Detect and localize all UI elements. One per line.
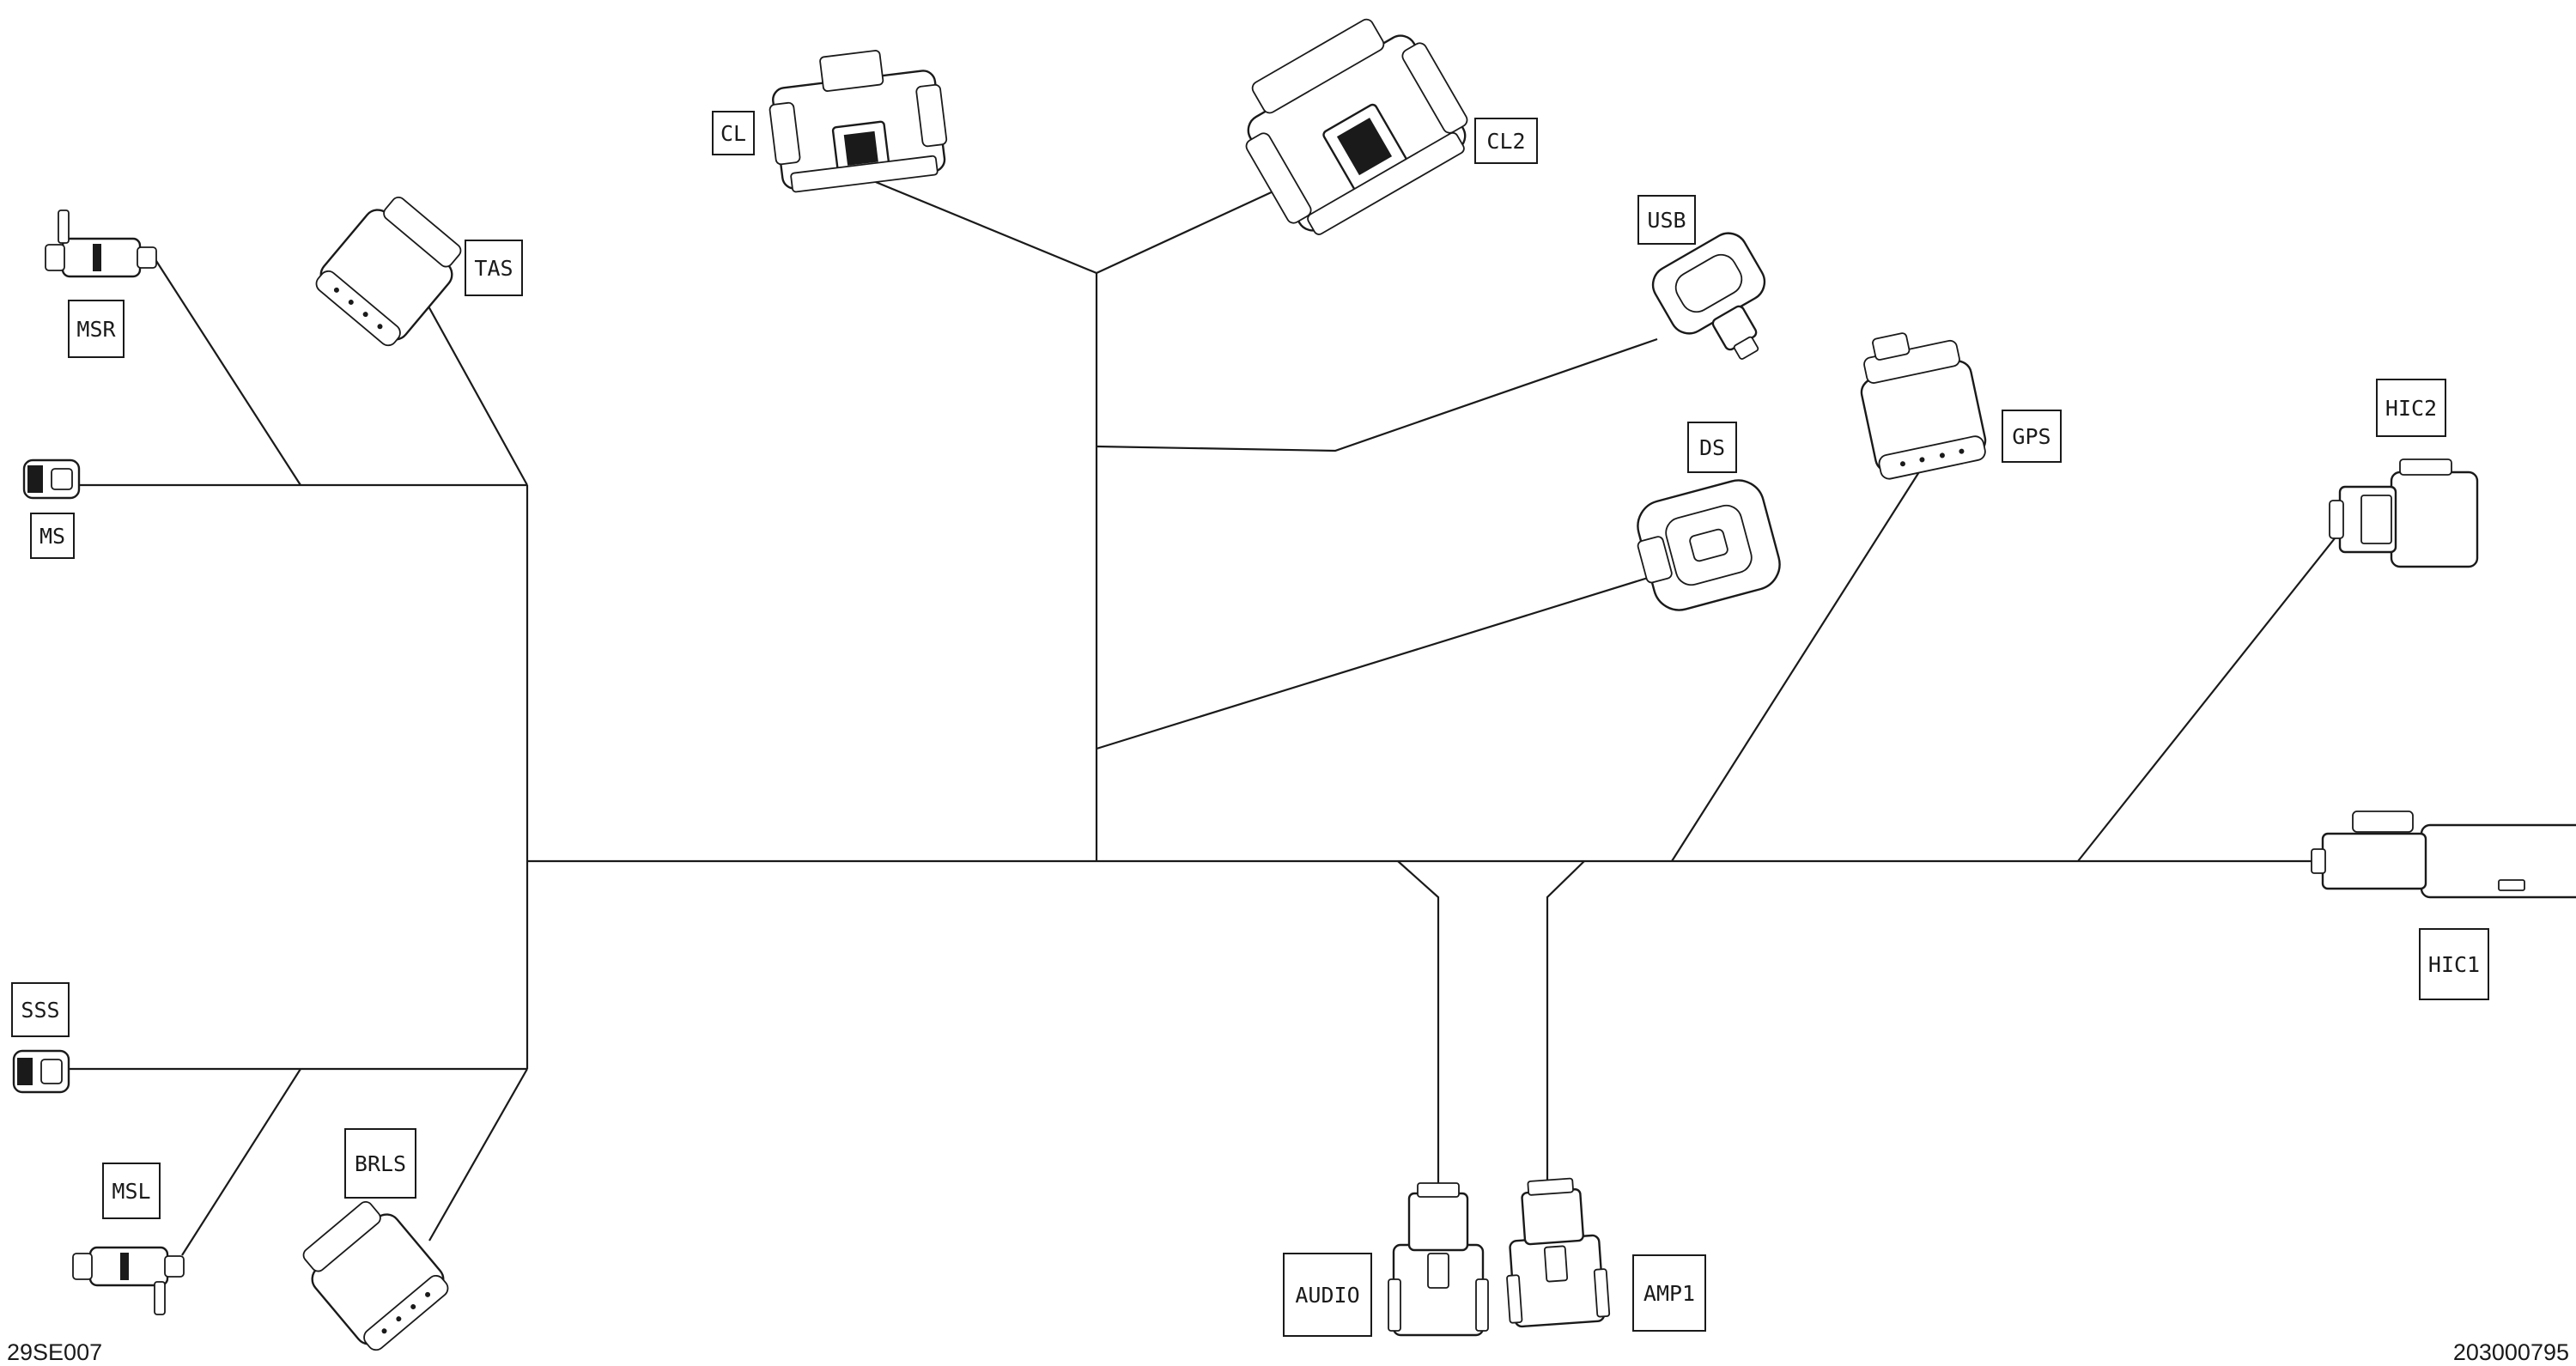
connector-msl <box>72 1246 185 1315</box>
svg-text:AUDIO: AUDIO <box>1295 1283 1359 1308</box>
label-brls: BRLS <box>344 1128 416 1199</box>
connector-cl <box>769 50 948 193</box>
svg-text:MS: MS <box>39 524 65 549</box>
label-msl: MSL <box>102 1163 161 1219</box>
label-tas: TAS <box>465 240 523 296</box>
connector-audio <box>1388 1182 1489 1337</box>
label-hic2: HIC2 <box>2376 379 2446 437</box>
connector-hic1 <box>2311 810 2576 899</box>
connector-cl2 <box>1245 18 1468 235</box>
connector-gps <box>1860 332 1987 480</box>
svg-text:GPS: GPS <box>2012 424 2050 449</box>
connector-ds <box>1637 479 1781 611</box>
wire-brls-branch <box>428 1068 528 1242</box>
svg-text:HIC2: HIC2 <box>2385 396 2437 421</box>
label-usb: USB <box>1637 195 1696 245</box>
svg-text:MSR: MSR <box>76 317 116 342</box>
svg-text:USB: USB <box>1647 208 1686 233</box>
wire-cl-branch <box>871 179 1097 275</box>
wire-audio-branch <box>1397 860 1440 1198</box>
connector-hic2 <box>2329 458 2479 568</box>
connector-amp1 <box>1506 1177 1611 1328</box>
svg-text:SSS: SSS <box>21 998 59 1023</box>
label-gps: GPS <box>2002 410 2062 463</box>
label-ds: DS <box>1687 422 1737 473</box>
harness-wires <box>69 179 2339 1256</box>
wire-amp1-branch <box>1546 860 1585 1193</box>
svg-text:BRLS: BRLS <box>355 1151 406 1176</box>
connector-msr <box>45 209 157 278</box>
svg-text:MSL: MSL <box>112 1179 150 1204</box>
label-amp1: AMP1 <box>1632 1254 1706 1332</box>
label-cl2: CL2 <box>1474 118 1538 164</box>
label-cl: CL <box>712 111 755 155</box>
wire-cl2-branch <box>1096 184 1289 274</box>
svg-text:HIC1: HIC1 <box>2428 952 2480 977</box>
wire-tas-branch <box>427 304 528 486</box>
svg-text:CL: CL <box>720 121 746 146</box>
labels: CL CL2 USB GPS DS HIC2 HIC1 TAS <box>11 111 2489 1337</box>
svg-text:AMP1: AMP1 <box>1643 1281 1695 1306</box>
label-sss: SSS <box>11 982 70 1037</box>
svg-text:CL2: CL2 <box>1486 129 1525 154</box>
connector-tas <box>315 196 462 347</box>
wire-gps-branch <box>1671 467 1923 862</box>
wire-hic2-branch <box>2077 533 2339 862</box>
connector-ms <box>22 458 81 500</box>
wire-ds-branch <box>1096 569 1671 750</box>
label-hic1: HIC1 <box>2419 928 2489 1000</box>
connector-sss <box>12 1049 70 1094</box>
figure-code-left: 29SE007 <box>7 1339 102 1365</box>
label-ms: MS <box>30 513 75 559</box>
connector-usb <box>1651 232 1766 360</box>
wire-msr-branch <box>149 251 301 486</box>
label-msr: MSR <box>68 300 125 358</box>
label-audio: AUDIO <box>1283 1253 1372 1337</box>
svg-text:TAS: TAS <box>474 256 513 281</box>
wire-usb-branch <box>1096 337 1658 452</box>
figure-code-right: 203000795 <box>2453 1339 2569 1365</box>
wire-msl-branch <box>181 1068 301 1256</box>
connector-brls <box>302 1200 449 1351</box>
svg-text:DS: DS <box>1699 435 1725 460</box>
